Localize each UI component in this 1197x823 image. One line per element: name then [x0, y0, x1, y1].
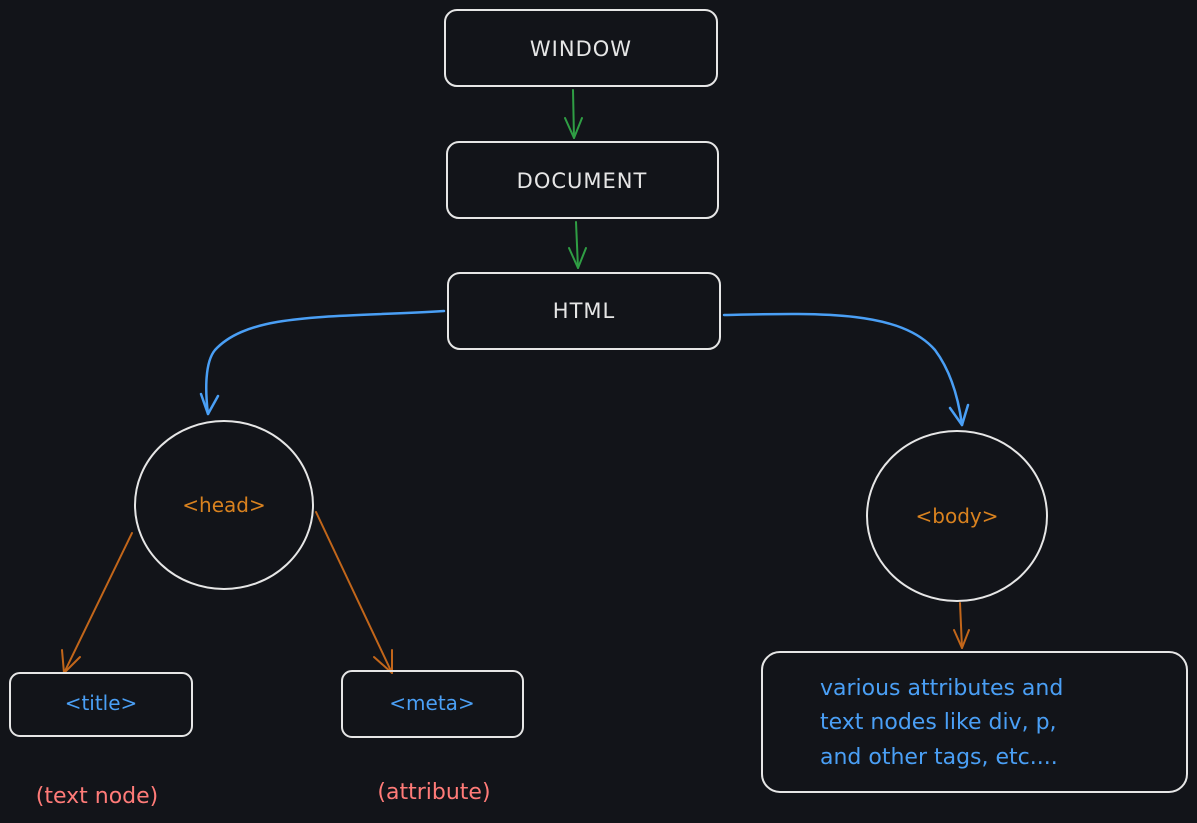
body-note-node: various attributes and text nodes like d… [761, 651, 1188, 793]
arrow-head-to-title [61, 532, 133, 674]
meta-note: (attribute) [377, 780, 490, 805]
window-node: WINDOW [444, 9, 718, 87]
body-note-line-2: text nodes like div, p, [820, 710, 1057, 735]
document-node: DOCUMENT [446, 141, 719, 219]
window-label: WINDOW [530, 37, 632, 61]
meta-node: <meta> [341, 670, 524, 738]
head-node: <head> [134, 420, 314, 590]
arrow-body-to-note [953, 602, 970, 649]
arrow-window-to-document [564, 89, 583, 139]
body-note-line-3: and other tags, etc.... [820, 745, 1058, 770]
title-label: <title> [65, 691, 138, 715]
body-node: <body> [866, 430, 1048, 602]
head-label: <head> [182, 493, 265, 517]
title-node: <title> [9, 672, 193, 737]
arrow-html-to-body [722, 312, 970, 427]
arrow-html-to-head [199, 309, 446, 416]
arrow-head-to-meta [315, 511, 393, 674]
document-label: DOCUMENT [517, 169, 648, 193]
html-label: HTML [553, 299, 615, 323]
body-note-line-1: various attributes and [820, 676, 1063, 701]
html-node: HTML [447, 272, 721, 350]
meta-label: <meta> [389, 691, 474, 715]
arrow-document-to-html [568, 221, 587, 269]
body-label: <body> [916, 504, 999, 528]
title-note: (text node) [36, 784, 158, 809]
